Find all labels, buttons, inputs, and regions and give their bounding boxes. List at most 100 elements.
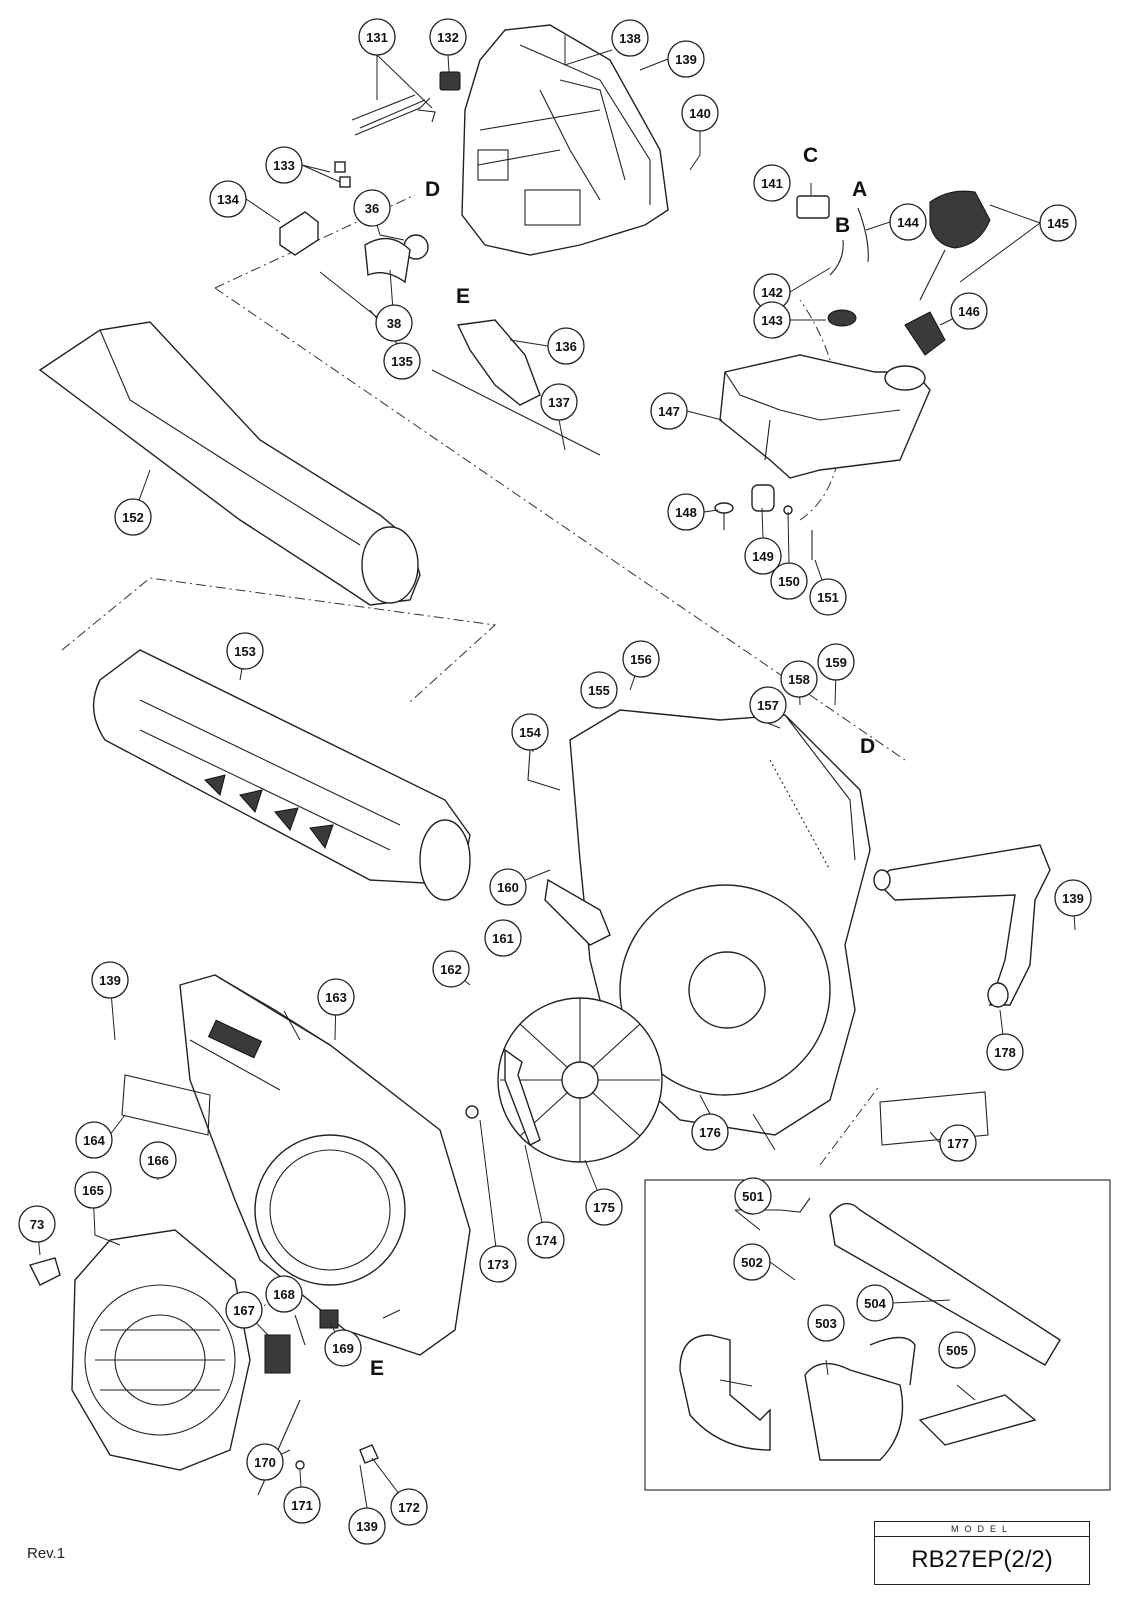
block-134 <box>279 211 319 256</box>
engine-frame-138 <box>461 24 669 256</box>
callout-165: 165 <box>74 1171 112 1209</box>
svg-text:505: 505 <box>946 1343 968 1358</box>
callout-501: 501 <box>734 1177 772 1215</box>
callout-504: 504 <box>856 1284 894 1322</box>
nut-173 <box>465 1105 479 1119</box>
svg-text:170: 170 <box>254 1455 276 1470</box>
svg-text:73: 73 <box>30 1217 44 1232</box>
fuel-tank-147 <box>719 354 931 479</box>
letter-d-mid: D <box>860 735 875 758</box>
svg-text:139: 139 <box>99 973 121 988</box>
callout-152: 152 <box>114 498 152 536</box>
svg-text:165: 165 <box>82 1183 104 1198</box>
svg-text:176: 176 <box>699 1125 721 1140</box>
callout-175: 175 <box>585 1188 623 1226</box>
washer-171 <box>295 1460 305 1470</box>
callout-505: 505 <box>938 1331 976 1369</box>
svg-text:137: 137 <box>548 395 570 410</box>
handle-178 <box>873 844 1051 1008</box>
letter-e-top: E <box>456 285 470 308</box>
svg-text:158: 158 <box>788 672 810 687</box>
svg-text:142: 142 <box>761 285 783 300</box>
svg-text:136: 136 <box>555 339 577 354</box>
letter-d-top: D <box>425 178 440 201</box>
svg-text:162: 162 <box>440 962 462 977</box>
callout-141: 141 <box>753 164 791 202</box>
damper-149 <box>751 484 775 512</box>
svg-text:173: 173 <box>487 1257 509 1272</box>
svg-text:169: 169 <box>332 1341 354 1356</box>
svg-text:153: 153 <box>234 644 256 659</box>
callout-147: 147 <box>650 392 688 430</box>
callout-146: 146 <box>950 292 988 330</box>
callout-170: 170 <box>246 1443 284 1481</box>
svg-text:138: 138 <box>619 31 641 46</box>
svg-text:143: 143 <box>761 313 783 328</box>
svg-text:134: 134 <box>217 192 239 207</box>
svg-text:135: 135 <box>391 354 413 369</box>
callout-139-bottom: 139 <box>348 1507 386 1545</box>
volute-case-163 <box>179 974 471 1356</box>
callout-164: 164 <box>75 1121 113 1159</box>
callout-155: 155 <box>580 671 618 709</box>
svg-text:131: 131 <box>366 30 388 45</box>
svg-text:148: 148 <box>675 505 697 520</box>
knob-73 <box>28 1257 61 1286</box>
revision-label: Rev.1 <box>27 1545 66 1562</box>
svg-text:133: 133 <box>273 158 295 173</box>
svg-text:139: 139 <box>1062 891 1084 906</box>
model-title-block: MODEL RB27EP(2/2) <box>874 1521 1090 1585</box>
svg-text:154: 154 <box>519 725 541 740</box>
callout-142: 142 <box>753 273 791 311</box>
callout-151: 151 <box>809 578 847 616</box>
wire-harness-131 <box>351 94 436 136</box>
nozzle-152 <box>38 321 421 606</box>
svg-text:155: 155 <box>588 683 610 698</box>
callout-36: 36 <box>353 189 391 227</box>
svg-text:175: 175 <box>593 1200 615 1215</box>
model-name: RB27EP(2/2) <box>911 1546 1053 1573</box>
svg-text:177: 177 <box>947 1136 969 1151</box>
callout-38: 38 <box>375 304 413 342</box>
bracket-154 <box>527 749 561 791</box>
svg-text:159: 159 <box>825 655 847 670</box>
svg-text:501: 501 <box>742 1189 764 1204</box>
tube-142 <box>829 239 844 276</box>
callout-144: 144 <box>889 203 927 241</box>
callout-138: 138 <box>611 19 649 57</box>
tube-144 <box>857 207 869 263</box>
svg-text:36: 36 <box>365 201 379 216</box>
svg-text:145: 145 <box>1047 216 1069 231</box>
svg-text:160: 160 <box>497 880 519 895</box>
svg-text:141: 141 <box>761 176 783 191</box>
callout-177: 177 <box>939 1124 977 1162</box>
svg-text:502: 502 <box>741 1255 763 1270</box>
svg-text:38: 38 <box>387 316 401 331</box>
svg-text:504: 504 <box>864 1296 886 1311</box>
svg-text:168: 168 <box>273 1287 295 1302</box>
svg-text:149: 149 <box>752 549 774 564</box>
callout-73: 73 <box>18 1205 56 1243</box>
svg-text:163: 163 <box>325 990 347 1005</box>
filter-146 <box>904 311 946 356</box>
callout-145: 145 <box>1039 204 1077 242</box>
throttle-lever-136 <box>456 319 541 406</box>
svg-text:172: 172 <box>398 1500 420 1515</box>
svg-text:178: 178 <box>994 1045 1016 1060</box>
callout-158: 158 <box>780 660 818 698</box>
callout-168: 168 <box>265 1275 303 1313</box>
callout-502: 502 <box>733 1243 771 1281</box>
callout-131: 131 <box>358 18 396 56</box>
callout-137: 137 <box>540 383 578 421</box>
letter-e-bottom: E <box>370 1357 384 1380</box>
callout-156: 156 <box>622 640 660 678</box>
recoil-starter-165 <box>71 1229 251 1471</box>
callout-154: 154 <box>511 713 549 751</box>
spacer-174 <box>504 1048 541 1146</box>
svg-text:167: 167 <box>233 1303 255 1318</box>
callout-134: 134 <box>209 180 247 218</box>
svg-text:139: 139 <box>356 1519 378 1534</box>
callout-149: 149 <box>744 537 782 575</box>
